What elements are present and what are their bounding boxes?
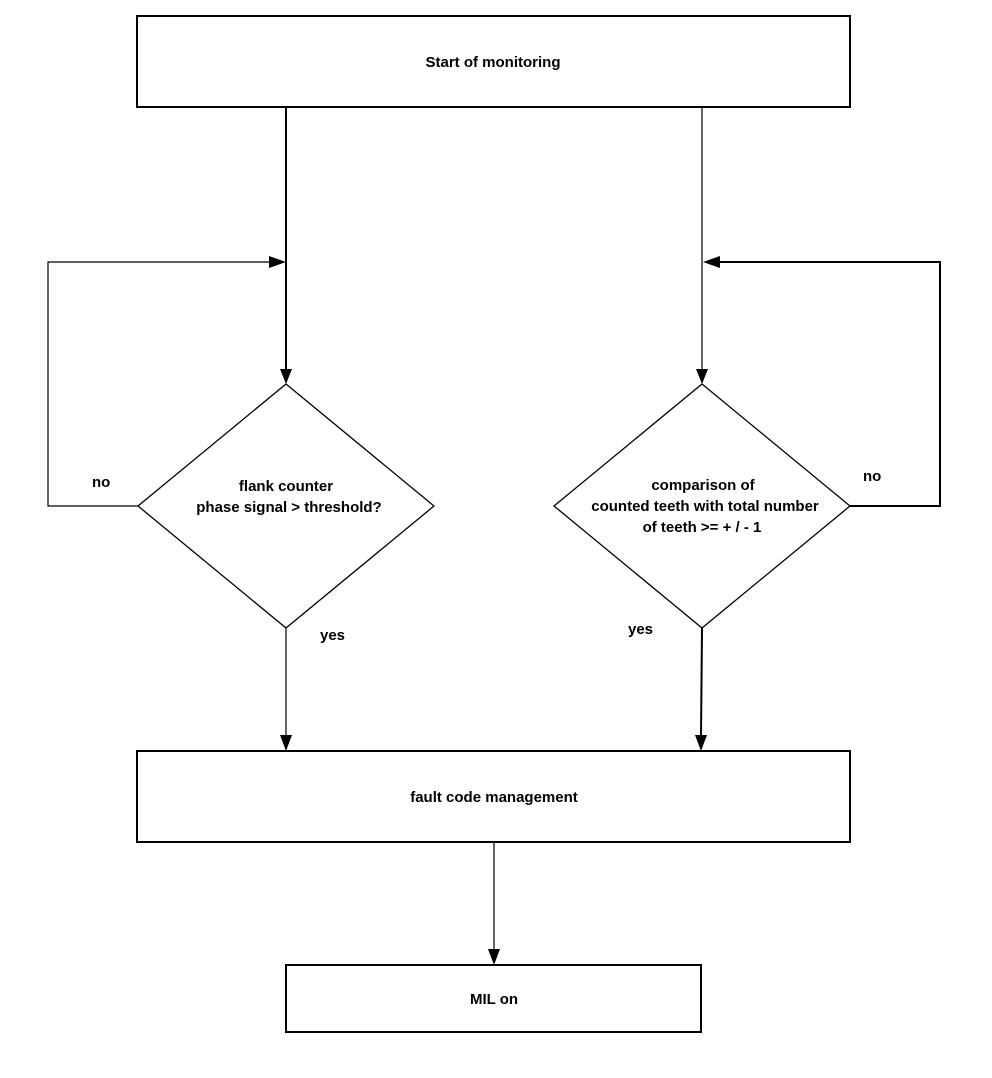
decision-flank-line-2: phase signal > threshold? bbox=[196, 499, 381, 516]
connector-teeth-no-loop bbox=[703, 256, 941, 507]
connector-teeth-to-fault bbox=[695, 627, 707, 751]
start-label: Start of monitoring bbox=[426, 54, 561, 71]
fault-box bbox=[136, 750, 851, 843]
mil-node: MIL on bbox=[285, 964, 702, 1033]
start-node: Start of monitoring bbox=[136, 15, 851, 108]
arrowhead bbox=[280, 735, 292, 751]
mil-label: MIL on bbox=[470, 991, 518, 1008]
decision-flank-counter: flank counter phase signal > threshold? bbox=[136, 383, 436, 629]
edge-label-flank-yes: yes bbox=[320, 627, 345, 644]
start-box bbox=[136, 15, 851, 108]
decision-teeth-line-2: counted teeth with total number bbox=[591, 498, 819, 515]
mil-box bbox=[285, 964, 702, 1033]
arrowhead bbox=[703, 256, 720, 268]
connector-flank-no-loop bbox=[47, 256, 286, 507]
arrowhead bbox=[488, 949, 500, 965]
decision-flank-line-1: flank counter bbox=[239, 478, 333, 495]
arrowhead bbox=[269, 256, 286, 268]
connector-start-to-flank bbox=[280, 107, 292, 384]
decision-teeth-line-3: of teeth >= + / - 1 bbox=[643, 519, 762, 536]
arrowhead bbox=[695, 735, 707, 751]
edge-label-teeth-yes: yes bbox=[628, 621, 653, 638]
edge-label-flank-no: no bbox=[92, 474, 110, 491]
arrowhead bbox=[280, 369, 292, 384]
connector-fault-to-mil bbox=[488, 842, 500, 965]
connector-start-to-teeth bbox=[696, 107, 708, 384]
decision-teeth-line-1: comparison of bbox=[651, 477, 755, 494]
fault-label: fault code management bbox=[410, 789, 578, 806]
decision-teeth-comparison: comparison of counted teeth with total n… bbox=[552, 383, 852, 629]
arrowhead bbox=[696, 369, 708, 384]
edge-label-teeth-no: no bbox=[863, 468, 881, 485]
connector-flank-to-fault bbox=[280, 628, 292, 751]
fault-node: fault code management bbox=[136, 750, 851, 843]
